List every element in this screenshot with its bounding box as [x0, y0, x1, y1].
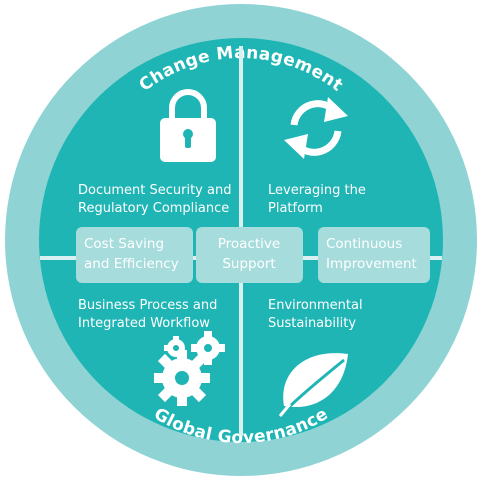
quadrant-label-leveraging-platform: Leveraging the	[268, 183, 366, 198]
box-continuous-improvement-line2: Improvement	[326, 256, 417, 272]
quadrant-label-document-security-2: Regulatory Compliance	[78, 201, 229, 216]
quadrant-label-business-process: Business Process and	[78, 298, 217, 313]
box-continuous-improvement-line1: Continuous	[326, 236, 402, 252]
box-cost-saving	[76, 227, 193, 283]
box-cost-saving-line1: Cost Saving	[84, 236, 164, 252]
quadrant-label-document-security: Document Security and	[78, 183, 231, 198]
box-proactive-support	[196, 227, 303, 283]
box-proactive-support-line2: Support	[222, 256, 275, 272]
box-continuous-improvement	[318, 227, 430, 283]
padlock-icon	[160, 89, 216, 162]
box-cost-saving-line2: and Efficiency	[84, 256, 179, 272]
quadrant-label-business-process-2: Integrated Workflow	[78, 316, 210, 331]
refresh-cycle-icon	[284, 97, 348, 159]
box-proactive-support-line1: Proactive	[218, 236, 280, 252]
quadrant-label-environmental: Environmental	[268, 298, 363, 313]
quadrant-label-leveraging-platform-2: Platform	[268, 201, 323, 216]
gears-icon	[154, 331, 225, 406]
quadrant-label-environmental-2: Sustainability	[268, 316, 356, 331]
leaf-icon	[278, 353, 348, 417]
